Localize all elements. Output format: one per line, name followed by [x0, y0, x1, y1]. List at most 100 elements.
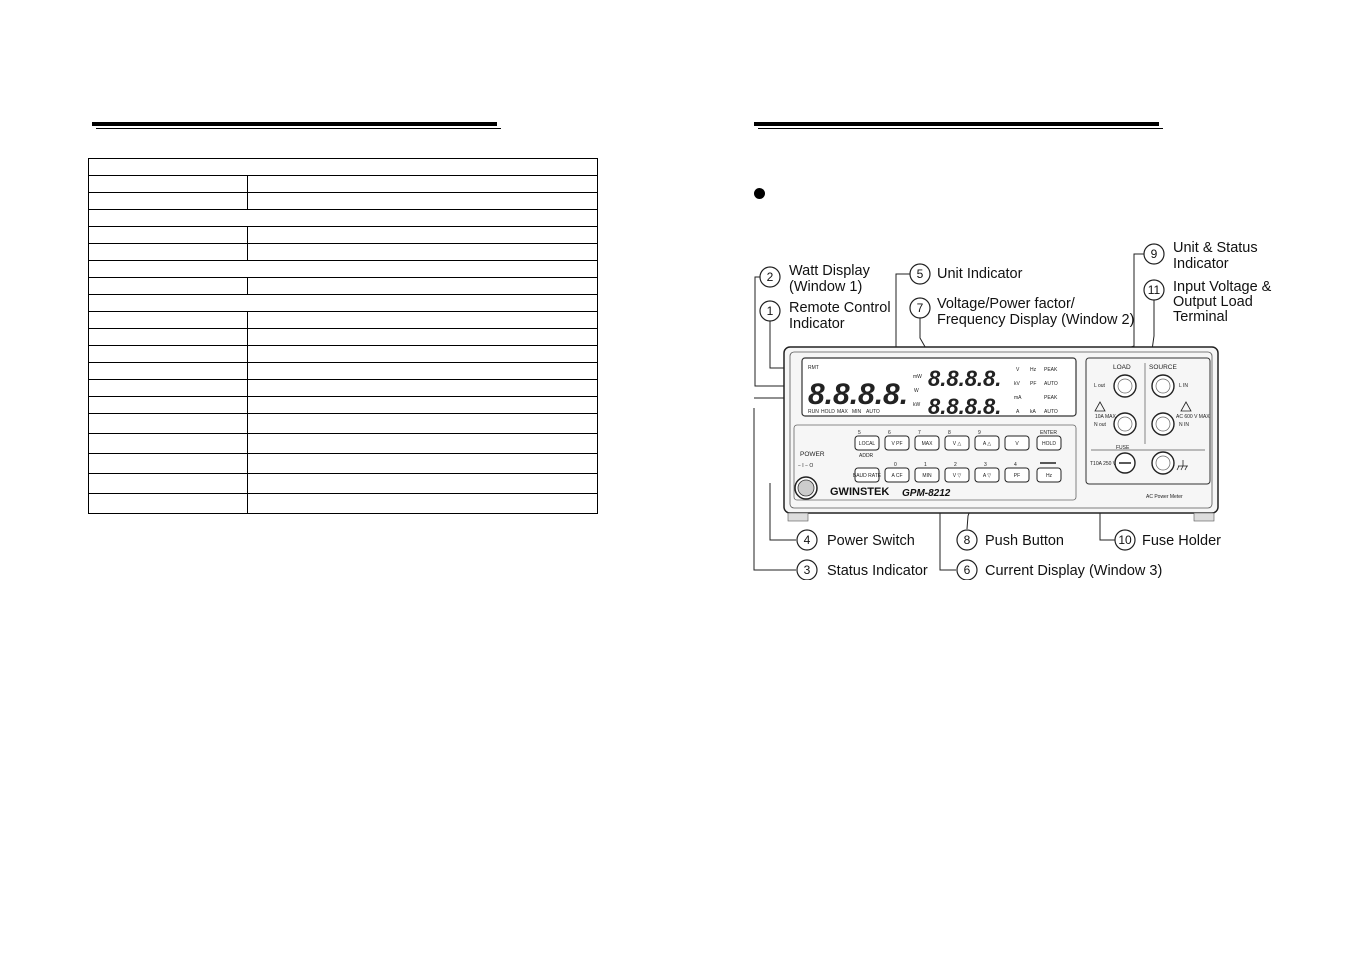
n-out-terminal[interactable] [1113, 412, 1137, 436]
v-button[interactable]: V [1004, 435, 1030, 451]
callout-2: 2 Watt Display (Window 1) [759, 263, 871, 295]
table-cell [88, 379, 248, 397]
table-cell [247, 277, 598, 295]
callout-label: Input Voltage & [1173, 279, 1272, 295]
table-cell [88, 433, 248, 454]
l-out-terminal[interactable] [1113, 374, 1137, 398]
callout-label: Unit Indicator [937, 266, 1023, 282]
table-cell [88, 396, 248, 414]
button-number: 0 [894, 462, 897, 468]
table-cell [88, 311, 248, 329]
hold-button[interactable]: HOLD [1036, 435, 1062, 451]
button-number: 3 [984, 462, 987, 468]
unit-auto-2: AUTO [1044, 409, 1058, 415]
callout-label: Indicator [1173, 256, 1229, 272]
callout-1: 1 Remote Control Indicator [759, 300, 891, 332]
callout-label: Terminal [1173, 309, 1228, 325]
table-cell [88, 277, 248, 295]
callout-label: Status Indicator [827, 563, 928, 579]
l-in-terminal[interactable] [1151, 374, 1175, 398]
local-button[interactable]: LOCAL [854, 435, 880, 451]
display-window [801, 357, 1077, 417]
watt-display: 8.8.8.8. [808, 378, 908, 411]
table-section-row [88, 158, 598, 176]
power-switch[interactable] [794, 476, 818, 500]
table-cell [247, 328, 598, 346]
table-cell [247, 175, 598, 193]
pf-button[interactable]: PF [1004, 467, 1030, 483]
voltage-display: 8.8.8.8. [928, 366, 1001, 391]
source-max-label: AC 600 V MAX [1176, 414, 1210, 420]
min-button[interactable]: MIN [914, 467, 940, 483]
v-up-button[interactable]: V △ [944, 435, 970, 451]
load-max-label: 10A MAX [1095, 414, 1117, 420]
v-pf-button[interactable]: V PF [884, 435, 910, 451]
callout-label: Watt Display [789, 263, 871, 279]
table-section-row [88, 209, 598, 227]
table-cell [247, 379, 598, 397]
enter-label: ENTER [1040, 430, 1057, 436]
callout-number: 6 [964, 563, 971, 577]
button-label: LOCAL [859, 441, 876, 447]
callout-label: Unit & Status [1173, 240, 1258, 256]
table-cell [88, 473, 248, 494]
table-cell [88, 175, 248, 193]
hz-button[interactable]: Hz [1036, 467, 1062, 483]
callout-number: 10 [1118, 533, 1132, 547]
table-cell [88, 243, 248, 261]
v-down-button[interactable]: V ▽ [944, 467, 970, 483]
ground-terminal[interactable] [1151, 451, 1175, 475]
table-cell [247, 192, 598, 210]
button-label: A △ [983, 441, 991, 447]
button-number: 6 [888, 430, 891, 436]
table-cell [247, 493, 598, 514]
product-name: AC Power Meter [1146, 494, 1183, 500]
a-down-button[interactable]: A ▽ [974, 467, 1000, 483]
unit-v: V [1016, 367, 1020, 373]
current-display: 8.8.8.8. [928, 394, 1001, 419]
button-label: A CF [891, 473, 902, 479]
button-number: 5 [858, 430, 861, 436]
callout-4: 4 Power Switch [796, 529, 915, 551]
callout-label: (Window 1) [789, 279, 862, 295]
callout-label: Current Display (Window 3) [985, 563, 1162, 579]
n-in-terminal[interactable] [1151, 412, 1175, 436]
unit-peak: PEAK [1044, 367, 1058, 373]
callout-number: 7 [917, 301, 924, 315]
button-panel [793, 424, 1077, 501]
table-cell [247, 413, 598, 434]
top-button-row: 5 6 7 8 9 ENTER [858, 430, 1057, 436]
button-number: 1 [924, 462, 927, 468]
table-cell [247, 433, 598, 454]
status-run: RUN [808, 409, 819, 415]
addr-label: ADDR [859, 453, 874, 459]
table-cell [88, 362, 248, 380]
callout-number: 5 [917, 267, 924, 281]
baud-rate-button[interactable]: BAUD RATE [853, 467, 882, 483]
button-label: A ▽ [983, 473, 991, 479]
table-cell [88, 345, 248, 363]
left-header-rule [92, 122, 497, 126]
a-up-button[interactable]: A △ [974, 435, 1000, 451]
button-label: V △ [953, 441, 962, 447]
unit-hz: Hz [1030, 367, 1037, 373]
max-button[interactable]: MAX [914, 435, 940, 451]
button-label: BAUD RATE [853, 473, 882, 479]
callout-number: 4 [804, 533, 811, 547]
fuse-holder[interactable] [1114, 452, 1136, 474]
table-cell [247, 345, 598, 363]
a-cf-button[interactable]: A CF [884, 467, 910, 483]
table-cell [88, 192, 248, 210]
l-in-label: L IN [1179, 383, 1188, 389]
callout-5: 5 Unit Indicator [909, 263, 1023, 285]
brand-logo: GWINSTEK [830, 486, 889, 498]
callout-7: 7 Voltage/Power factor/ Frequency Displa… [909, 296, 1134, 328]
unit-mw: mW [913, 374, 922, 380]
callout-label: Remote Control [789, 300, 891, 316]
table-cell [88, 226, 248, 244]
unit-ma: mA [1014, 395, 1022, 401]
callout-number: 8 [964, 533, 971, 547]
front-panel-diagram: 2 Watt Display (Window 1) 1 Remote Contr… [753, 240, 1272, 580]
power-marks: − I − O [798, 463, 813, 469]
callout-label: Indicator [789, 316, 845, 332]
